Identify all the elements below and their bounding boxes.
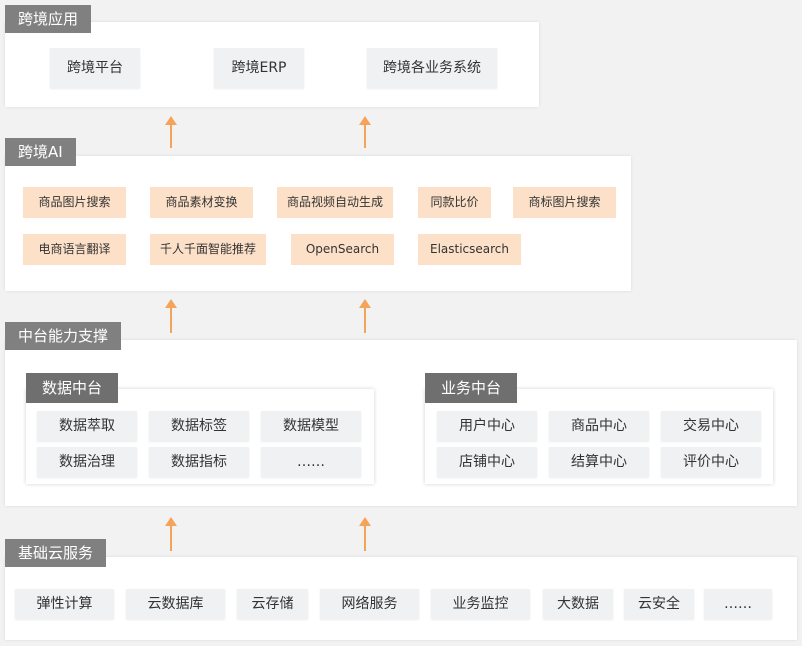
- layer-title-app: 跨境应用: [5, 5, 92, 33]
- ai-item-product-material-transform: 商品素材变换: [150, 187, 253, 218]
- business-item-store-center: 店铺中心: [437, 447, 537, 477]
- ai-item-opensearch: OpenSearch: [291, 234, 394, 265]
- data-item-governance: 数据治理: [37, 447, 137, 477]
- cloud-item-big-data: 大数据: [543, 589, 613, 619]
- layer-panel-ai: [5, 156, 631, 291]
- layer-title-ai: 跨境AI: [5, 138, 76, 166]
- layer-title-cloud: 基础云服务: [5, 539, 107, 567]
- cloud-item-elastic-compute: 弹性计算: [15, 589, 114, 619]
- data-item-model: 数据模型: [261, 411, 361, 441]
- ai-item-trademark-image-search: 商标图片搜索: [513, 187, 616, 218]
- ai-item-ecommerce-translation: 电商语言翻译: [23, 234, 126, 265]
- data-middle-office-title: 数据中台: [26, 373, 119, 403]
- arrow-up-5: [165, 517, 177, 551]
- arrow-up-1: [165, 116, 177, 148]
- ai-item-personalized-recommendation: 千人千面智能推荐: [150, 234, 266, 265]
- business-item-settlement-center: 结算中心: [549, 447, 649, 477]
- ai-item-price-comparison: 同款比价: [418, 187, 491, 218]
- layer-title-middle: 中台能力支撑: [5, 322, 122, 350]
- data-item-metrics: 数据指标: [149, 447, 249, 477]
- arrow-up-4: [359, 299, 371, 333]
- cloud-item-cloud-storage: 云存储: [237, 589, 308, 619]
- business-item-user-center: 用户中心: [437, 411, 537, 441]
- app-item-cross-border-erp: 跨境ERP: [214, 48, 304, 88]
- arrow-up-6: [359, 517, 371, 551]
- cloud-item-cloud-security: 云安全: [624, 589, 694, 619]
- app-item-business-systems: 跨境各业务系统: [367, 48, 497, 88]
- business-item-review-center: 评价中心: [661, 447, 761, 477]
- business-middle-office-title: 业务中台: [425, 373, 518, 403]
- app-item-cross-border-platform: 跨境平台: [50, 48, 140, 88]
- business-item-trade-center: 交易中心: [661, 411, 761, 441]
- ai-item-elasticsearch: Elasticsearch: [418, 234, 521, 265]
- arrow-up-2: [359, 116, 371, 148]
- cloud-item-network-service: 网络服务: [320, 589, 419, 619]
- data-item-more: ……: [261, 447, 361, 477]
- data-item-extraction: 数据萃取: [37, 411, 137, 441]
- arrow-up-3: [165, 299, 177, 333]
- data-item-tags: 数据标签: [149, 411, 249, 441]
- cloud-item-business-monitoring: 业务监控: [431, 589, 530, 619]
- cloud-item-more: ……: [704, 589, 772, 619]
- cloud-item-cloud-database: 云数据库: [126, 589, 225, 619]
- business-item-product-center: 商品中心: [549, 411, 649, 441]
- ai-item-product-video-generation: 商品视频自动生成: [277, 187, 393, 218]
- ai-item-product-image-search: 商品图片搜索: [23, 187, 126, 218]
